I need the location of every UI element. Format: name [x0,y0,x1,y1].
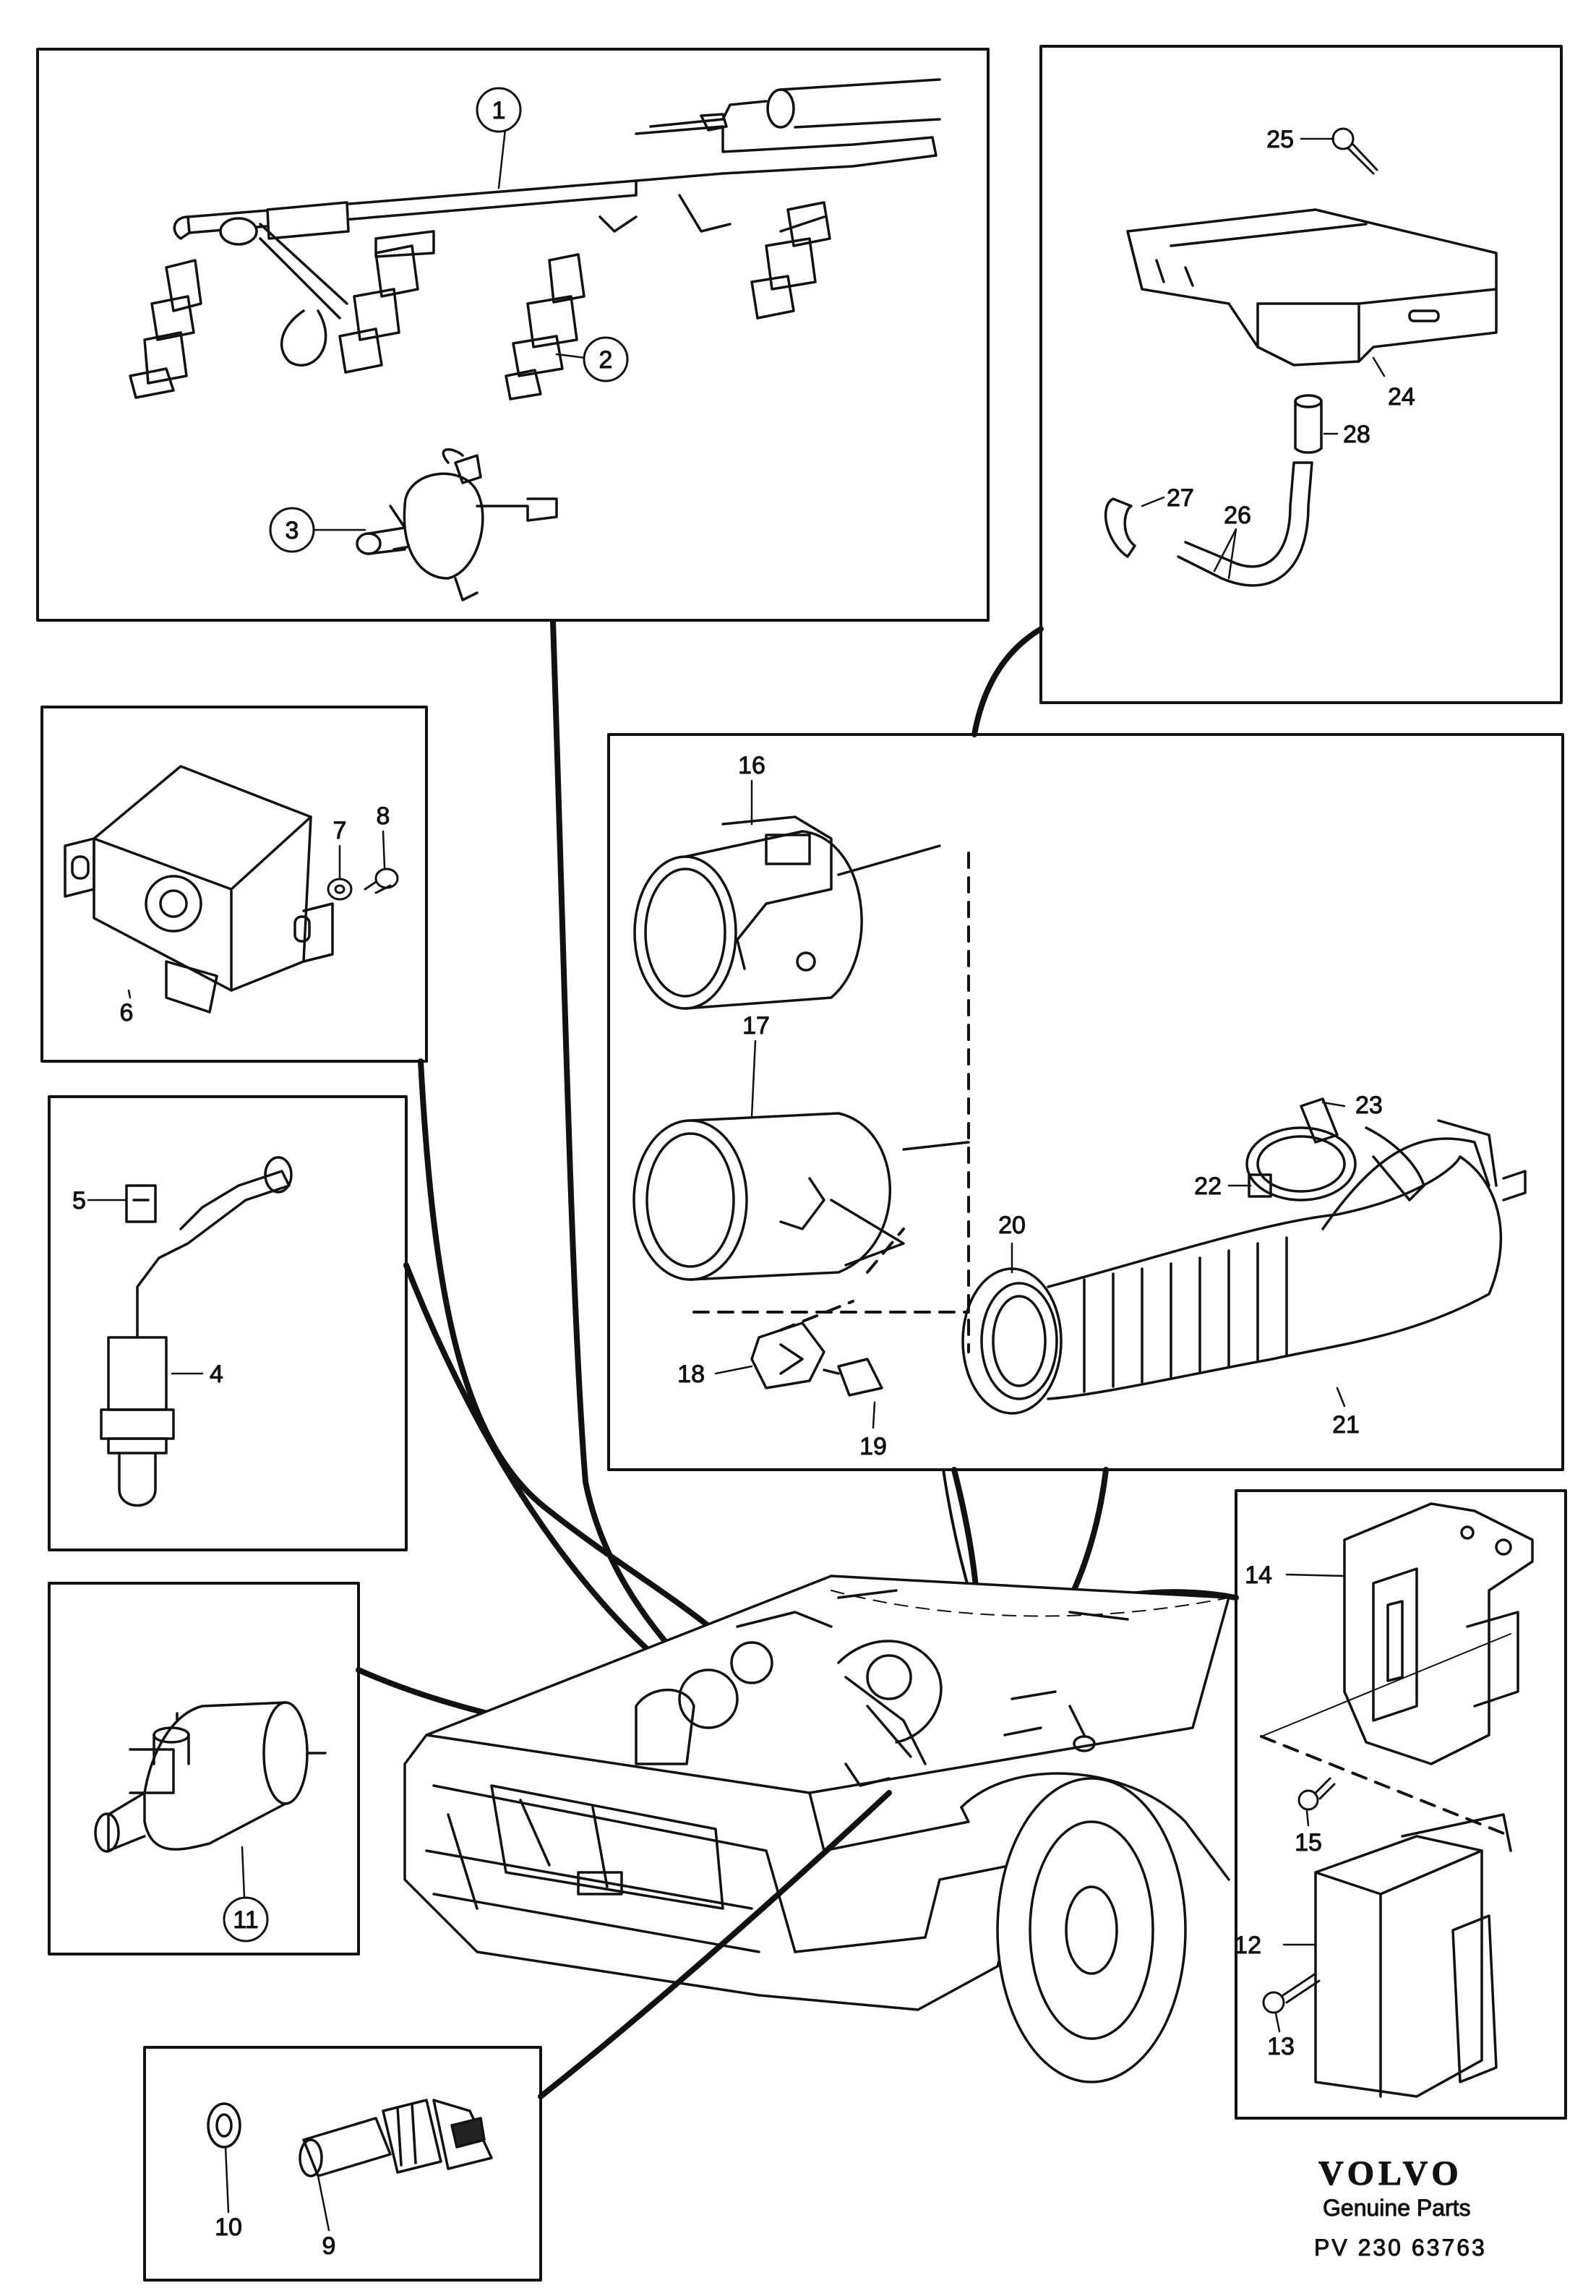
part-label-12: 12 [1234,1932,1261,1959]
part-label-14: 14 [1245,1562,1272,1589]
part-label-22: 22 [1194,1173,1222,1200]
panel-air-mass-meter [607,733,1564,1471]
injector-right [750,201,831,320]
panel-throttle-switch [40,706,428,1063]
panel-control-bracket [1039,45,1563,704]
part-label-18: 18 [677,1361,705,1388]
diagram-reference: PV 230 63763 [1314,2235,1487,2261]
part-label-20: 20 [998,1212,1026,1239]
clip-5 [125,1184,157,1223]
oxygen-sensor [100,1156,293,1507]
part-label-26: 26 [1224,502,1251,529]
part-label-25: 25 [1266,126,1294,153]
bellows-hose-21 [980,1119,1527,1400]
part-label-19: 19 [859,1433,887,1460]
part-label-11: 11 [233,1906,258,1934]
part-label-27: 27 [1167,484,1194,512]
panel-temp-sensor [143,2046,542,2282]
part-label-5: 5 [72,1187,86,1215]
injector-center-left [338,244,419,374]
panel-fuel-rail [36,48,990,622]
panel-idle-valve [48,1582,360,1956]
control-unit-12 [1314,1813,1512,2098]
part-label-1: 1 [492,97,506,124]
spacer-28 [1294,394,1323,454]
part-label-24: 24 [1388,383,1415,411]
part-label-10: 10 [215,2214,242,2241]
brand-logo: VOLVO [1318,2154,1463,2193]
screw-15 [1297,1777,1336,1811]
air-mass-meter-16 [633,815,941,1010]
callout-circle-2 [583,336,629,382]
screw-25 [1331,127,1378,175]
part-label-2: 2 [599,346,613,374]
part-label-8: 8 [377,802,390,830]
injector-center [505,253,585,400]
part-label-28: 28 [1343,421,1370,448]
car-illustration [403,1575,1230,2083]
pressure-regulator [356,448,558,601]
panel-oxygen-sensor [48,1095,408,1551]
washer-10 [207,2102,241,2149]
throttle-switch [64,765,334,1014]
screw-8 [364,868,399,894]
part-label-13: 13 [1267,2033,1295,2060]
callout-circle-1 [476,87,522,133]
fuel-rail [173,78,941,367]
part-label-7: 7 [333,817,347,844]
hose-clamp-22 [1245,1126,1357,1201]
injector-left [129,259,202,399]
mounting-bracket-14 [1343,1502,1534,1765]
part-label-23: 23 [1355,1092,1383,1119]
part-label-4: 4 [210,1361,223,1388]
coolant-temp-sensor-9 [299,2099,493,2177]
hoses-26-27 [1104,461,1313,587]
temp-sensor-23 [1300,1097,1425,1201]
part-label-21: 21 [1332,1411,1360,1439]
part-label-9: 9 [322,2232,336,2260]
relay-bracket [1126,208,1498,367]
screw-13 [1262,1972,1321,2014]
sensor-18-19 [750,1322,883,1397]
part-label-15: 15 [1295,1829,1322,1856]
callout-circle-3 [269,507,315,553]
washer-7 [327,878,353,901]
part-label-3: 3 [286,517,299,544]
callout-circle-11 [223,1896,269,1942]
part-label-6: 6 [120,999,134,1027]
panel-control-unit [1235,1489,1567,2120]
meter-body-17 [632,1112,970,1281]
part-label-17: 17 [742,1012,770,1040]
part-label-16: 16 [738,752,765,779]
brand-subtitle: Genuine Parts [1323,2195,1471,2221]
idle-valve [94,1701,327,1853]
